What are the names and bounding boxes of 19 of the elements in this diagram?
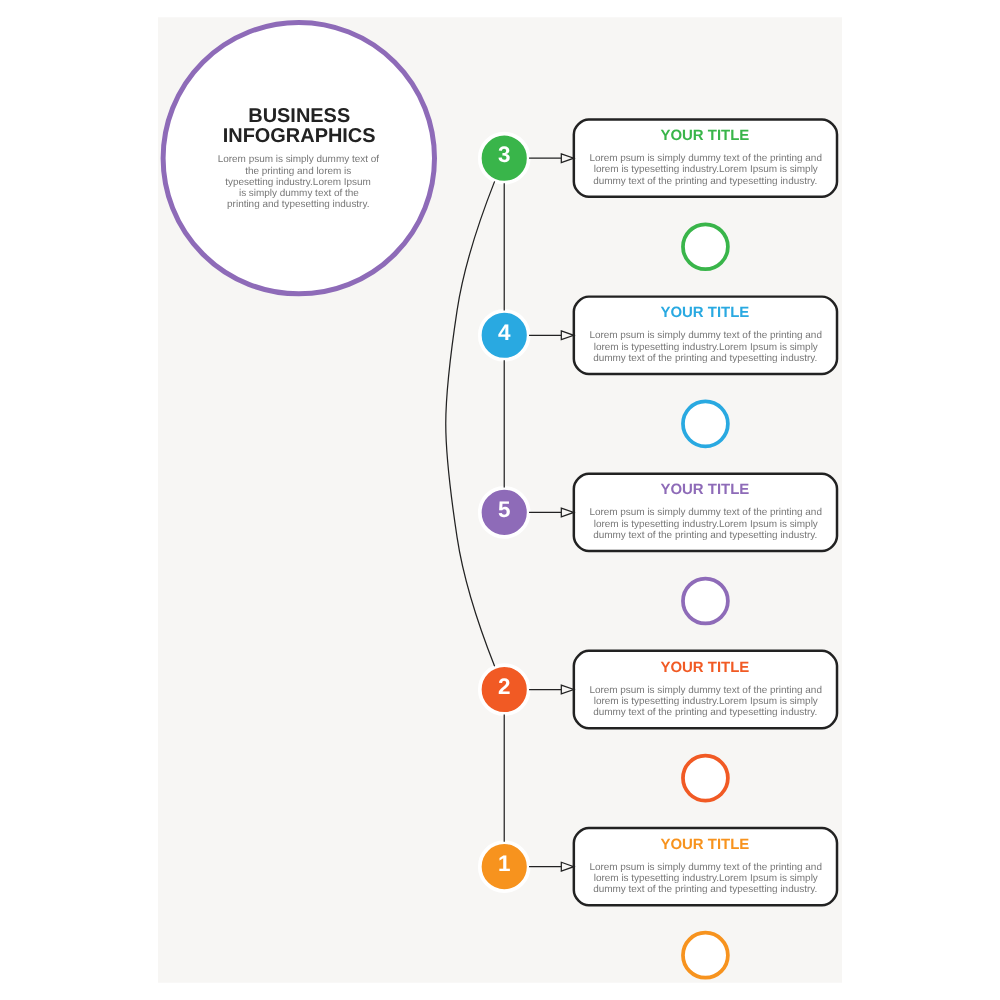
node-circle xyxy=(681,576,730,626)
arrow xyxy=(528,330,576,341)
connector xyxy=(503,713,505,843)
node-circle xyxy=(681,753,730,803)
node-circle xyxy=(681,399,730,449)
connector xyxy=(445,180,496,667)
node-circle: 5 xyxy=(477,486,531,539)
arrow xyxy=(528,507,576,518)
connector xyxy=(503,182,505,311)
node-circle xyxy=(681,930,730,980)
node-circle: 3 xyxy=(477,131,531,185)
arrow xyxy=(528,152,576,164)
node-circle: 4 xyxy=(477,308,531,362)
connector xyxy=(503,359,505,489)
arrow xyxy=(528,684,576,695)
node-circle: 1 xyxy=(477,840,531,893)
node-circle: 2 xyxy=(477,663,531,716)
node-circle xyxy=(681,222,730,272)
arrow xyxy=(528,861,576,872)
